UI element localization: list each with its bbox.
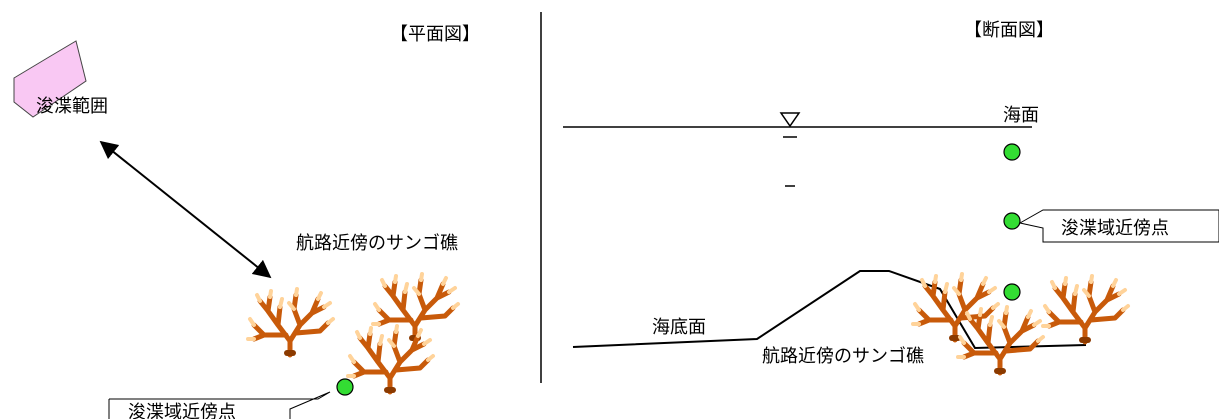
distance-arrow <box>99 140 272 279</box>
dredge-area-shape <box>13 40 87 118</box>
section-point-surface <box>1003 143 1021 161</box>
section-coral-1 <box>913 274 998 340</box>
dredge-area-label: 浚渫範囲 <box>36 96 108 117</box>
section-point-middle <box>1003 212 1021 230</box>
section-monitoring-label: 浚渫域近傍点 <box>1061 218 1169 239</box>
section-point-bottom <box>1003 283 1021 301</box>
section-coral-label: 航路近傍のサンゴ礁 <box>762 346 924 367</box>
plan-monitoring-label: 浚渫域近傍点 <box>128 402 236 419</box>
plan-coral-3 <box>348 326 433 392</box>
section-view-title: 【断面図】 <box>964 20 1054 41</box>
plan-view-title: 【平面図】 <box>390 24 480 45</box>
water-level-symbol <box>779 112 801 128</box>
plan-coral-2 <box>373 274 458 340</box>
section-callout-box <box>1018 209 1219 243</box>
section-coral-3 <box>1043 276 1128 342</box>
sea-surface-label: 海面 <box>1003 105 1039 126</box>
seabed-label: 海底面 <box>652 317 706 338</box>
seabed-line <box>572 270 1087 350</box>
plan-callout-box <box>108 391 331 419</box>
plan-monitoring-point <box>336 378 354 396</box>
plan-coral-label: 航路近傍のサンゴ礁 <box>296 233 458 254</box>
plan-coral-1 <box>248 289 333 355</box>
